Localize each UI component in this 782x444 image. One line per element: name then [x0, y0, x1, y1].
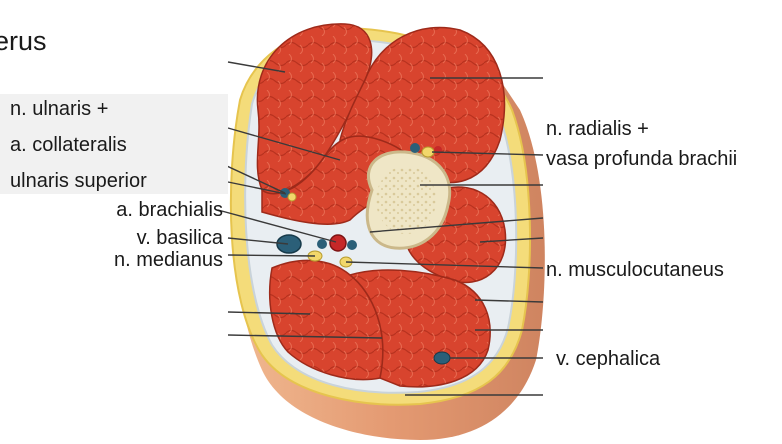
vessel-basilic-vein — [277, 235, 301, 253]
label-radial-nerve-line1: n. radialis + — [546, 118, 649, 140]
label-cephalic-vein: v. cephalica — [556, 348, 660, 370]
label-brachial-artery: a. brachialis — [0, 199, 223, 221]
label-ulnaris-line1: n. ulnaris + — [10, 98, 108, 120]
label-median-nerve: n. medianus — [0, 249, 223, 271]
vessel-cephalic-vein — [434, 352, 450, 364]
label-ulnaris-line3: ulnaris superior — [10, 170, 147, 192]
label-musculocutaneous-nerve: n. musculocutaneus — [546, 259, 724, 281]
label-ulnaris-line2: a. collateralis — [10, 134, 127, 156]
label-basilic-vein: v. basilica — [0, 227, 223, 249]
label-radial-nerve-line2: vasa profunda brachii — [546, 148, 737, 170]
title-fragment: erus — [0, 26, 47, 57]
